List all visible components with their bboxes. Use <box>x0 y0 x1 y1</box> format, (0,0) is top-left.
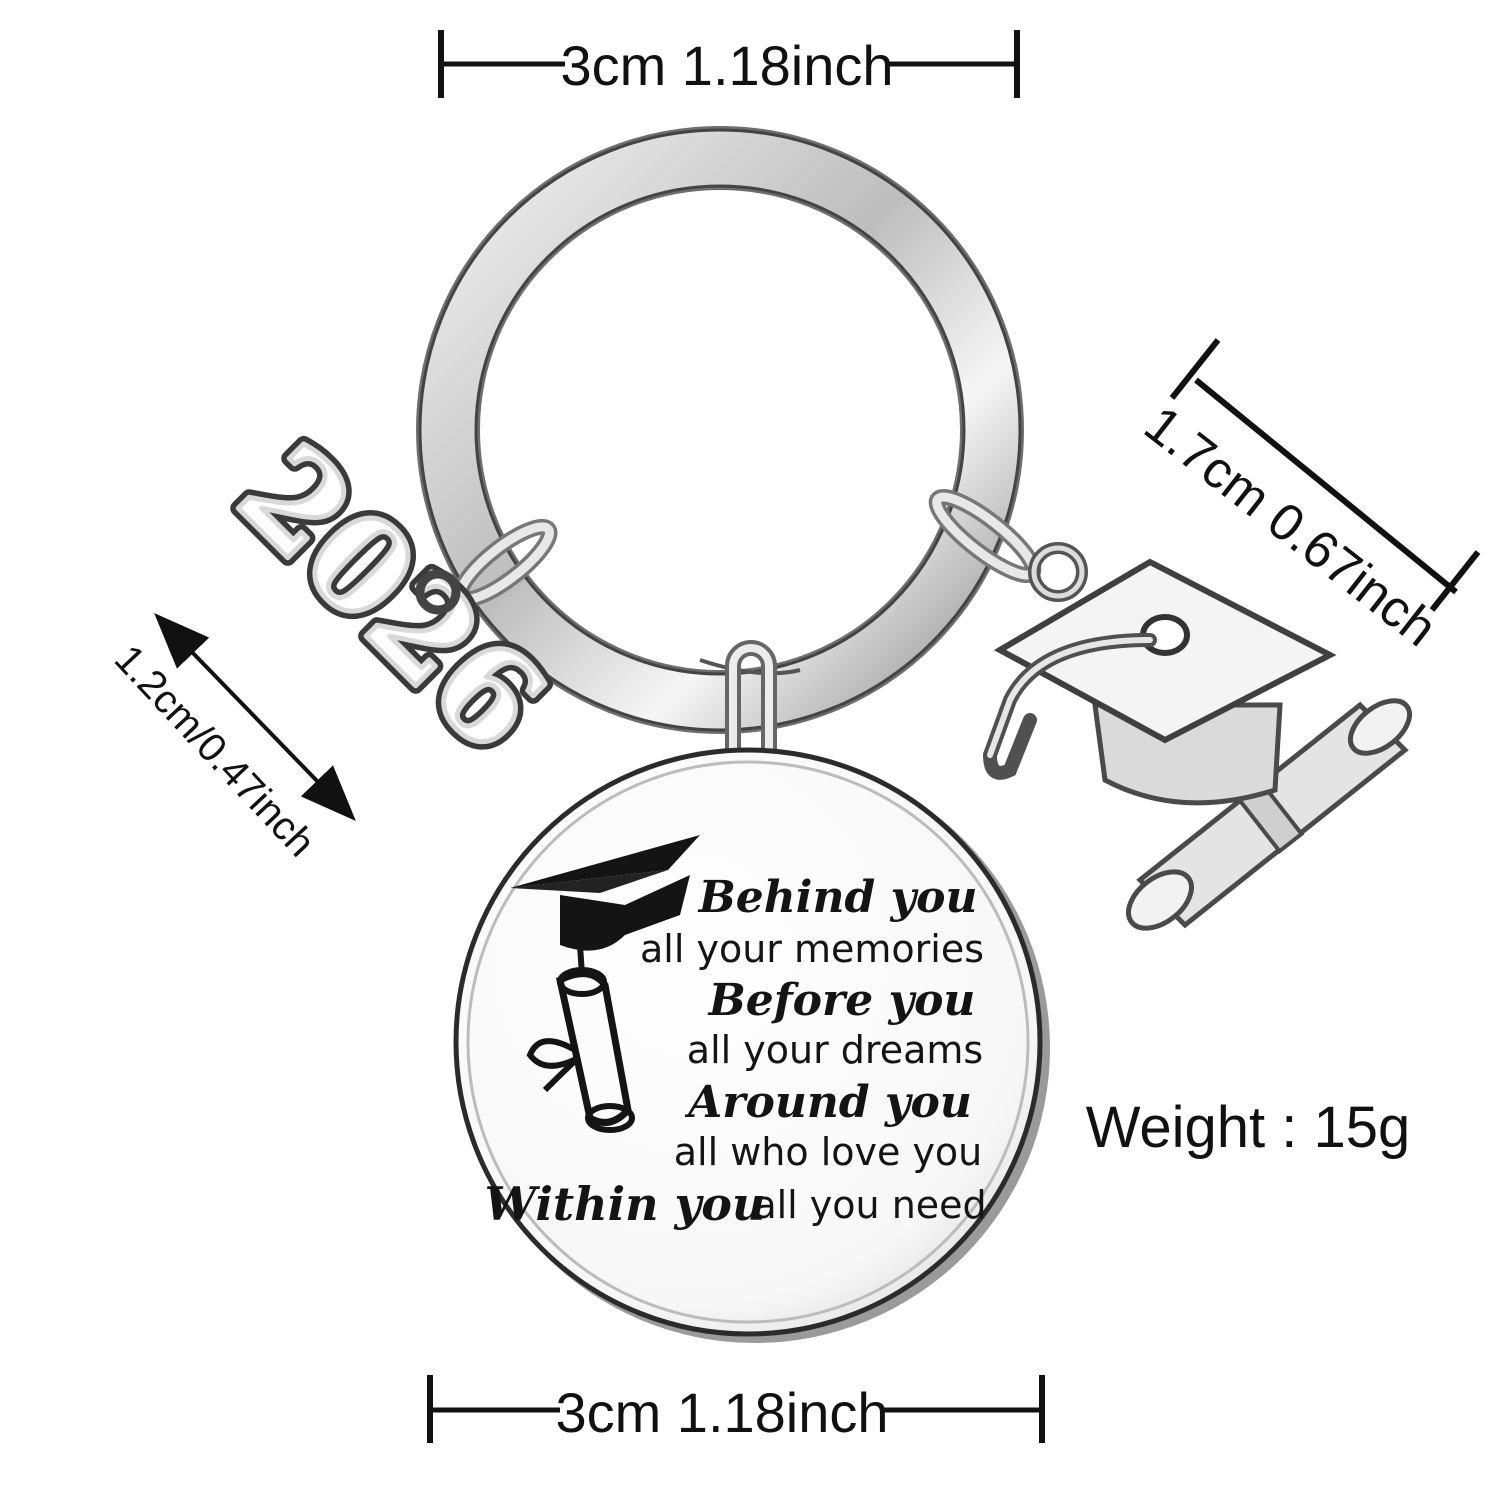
top-dimension: 3cm 1.18inch <box>438 30 1020 98</box>
year-charm-loop <box>415 569 461 615</box>
engraving-line-1: Behind you <box>697 872 978 923</box>
cap-dimension-tick-bottom <box>1429 550 1481 612</box>
year-dimension: 1.2cm/0.47inch <box>106 612 356 865</box>
cap-dimension-line <box>1194 377 1458 595</box>
engraving-line-2: all your memories <box>640 927 984 971</box>
engraving-line-5: Around you <box>684 1077 972 1128</box>
engraving-line-3: Before you <box>707 975 976 1026</box>
cap-dimension-tick-top <box>1169 338 1221 400</box>
engraving-line-7b: all you need <box>753 1183 986 1227</box>
diploma-scroll-icon <box>526 967 635 1133</box>
bottom-dimension-label: 3cm 1.18inch <box>555 1381 888 1444</box>
top-dimension-label: 3cm 1.18inch <box>560 34 893 97</box>
key-ring <box>416 126 1024 734</box>
engraving-line-7a: Within you <box>485 1177 766 1231</box>
year-dimension-arrow <box>154 612 356 822</box>
bottom-dimension: 3cm 1.18inch <box>427 1375 1045 1444</box>
cap-charm <box>982 542 1412 931</box>
engraving: Behind you all your memories Before you … <box>485 872 987 1231</box>
graduation-cap-icon <box>510 835 700 976</box>
engraving-line-6: all who love you <box>674 1130 983 1174</box>
weight-label: Weight : 15g <box>1086 1095 1411 1160</box>
pendant-disc <box>453 747 1050 1343</box>
engraving-line-4: all your dreams <box>687 1028 983 1072</box>
